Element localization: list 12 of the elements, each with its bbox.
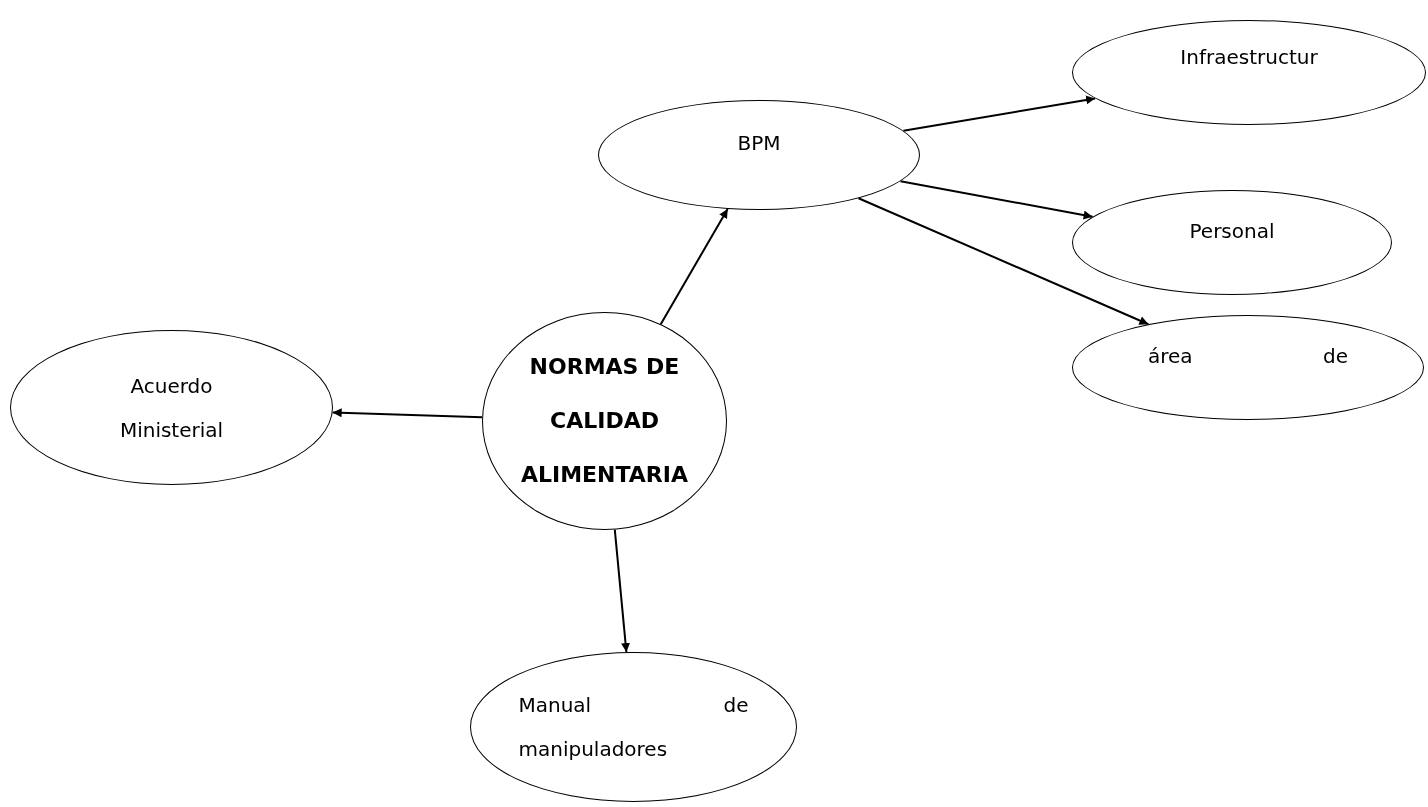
node-label: área de — [1148, 342, 1348, 370]
node-label: BPM — [737, 130, 781, 157]
arrow — [857, 197, 1150, 326]
arrow — [902, 95, 1097, 132]
node-label: Infraestructur — [1180, 43, 1318, 71]
node-label: NORMAS DE CALIDAD ALIMENTARIA — [519, 353, 689, 489]
node-label: Acuerdo Ministerial — [118, 372, 225, 444]
arrow — [331, 408, 484, 419]
node-label: Personal — [1189, 217, 1275, 245]
arrow — [613, 528, 631, 654]
node-label: Manual de manipuladores — [518, 692, 749, 763]
arrow — [899, 180, 1094, 220]
